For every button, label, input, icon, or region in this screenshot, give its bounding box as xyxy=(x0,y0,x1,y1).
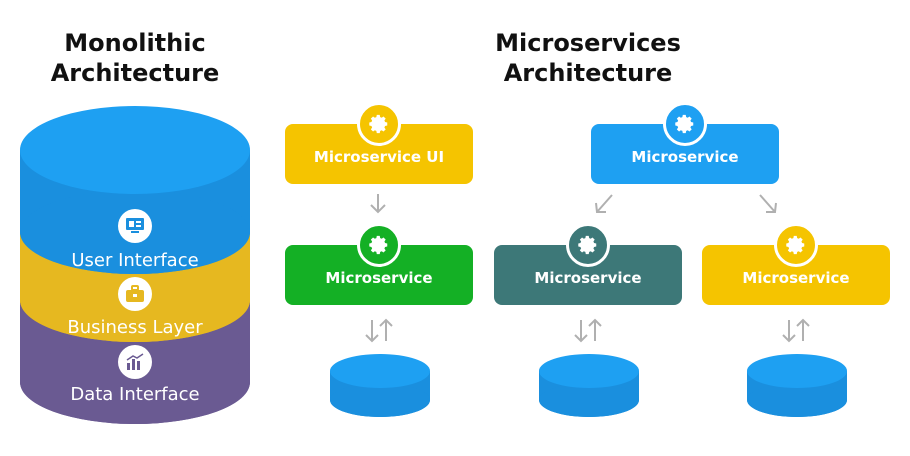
microservice-teal-box: Microservice xyxy=(494,223,682,305)
business-layer-label: Business Layer xyxy=(67,317,203,338)
arrow-down-left-icon xyxy=(595,194,613,213)
microservice-green-label: Microservice xyxy=(325,269,433,287)
microservices-title-line1: Microservices xyxy=(495,29,681,57)
arrow-down-right-icon xyxy=(759,194,777,213)
microservice-ui-label: Microservice UI xyxy=(313,148,445,166)
bidirectional-arrow-icon xyxy=(365,318,393,343)
monolithic-title: Monolithic Architecture xyxy=(20,28,250,88)
database-icon xyxy=(330,354,430,417)
microservice-green-box: Microservice xyxy=(285,223,473,305)
microservice-ui-box: Microservice UI xyxy=(285,102,473,184)
bidirectional-arrow-icon xyxy=(782,318,810,343)
microservices-title: Microservices Architecture xyxy=(468,28,708,88)
data-interface-layer-bottom xyxy=(20,340,250,424)
gear-icon xyxy=(663,102,707,146)
gear-icon xyxy=(566,223,610,267)
monolithic-title-line2: Architecture xyxy=(50,59,220,87)
briefcase-icon xyxy=(118,277,152,311)
database-icon xyxy=(747,354,847,417)
microservice-yellow-box: Microservice xyxy=(702,223,890,305)
gear-icon xyxy=(357,223,401,267)
user-interface-label: User Interface xyxy=(71,250,199,271)
monitor-icon xyxy=(118,209,152,243)
gear-icon xyxy=(357,102,401,146)
microservices-title-line2: Architecture xyxy=(503,59,673,87)
chart-icon xyxy=(118,345,152,379)
data-interface-label: Data Interface xyxy=(70,384,200,405)
microservice-teal-label: Microservice xyxy=(534,269,642,287)
database-icon xyxy=(539,354,639,417)
gear-icon xyxy=(774,223,818,267)
microservice-blue-label: Microservice xyxy=(631,148,739,166)
microservice-yellow-label: Microservice xyxy=(742,269,850,287)
arrow-down-icon xyxy=(370,194,386,214)
monolithic-title-line1: Monolithic xyxy=(64,29,206,57)
microservice-blue-box: Microservice xyxy=(591,102,779,184)
bidirectional-arrow-icon xyxy=(574,318,602,343)
cylinder-top xyxy=(20,106,250,194)
